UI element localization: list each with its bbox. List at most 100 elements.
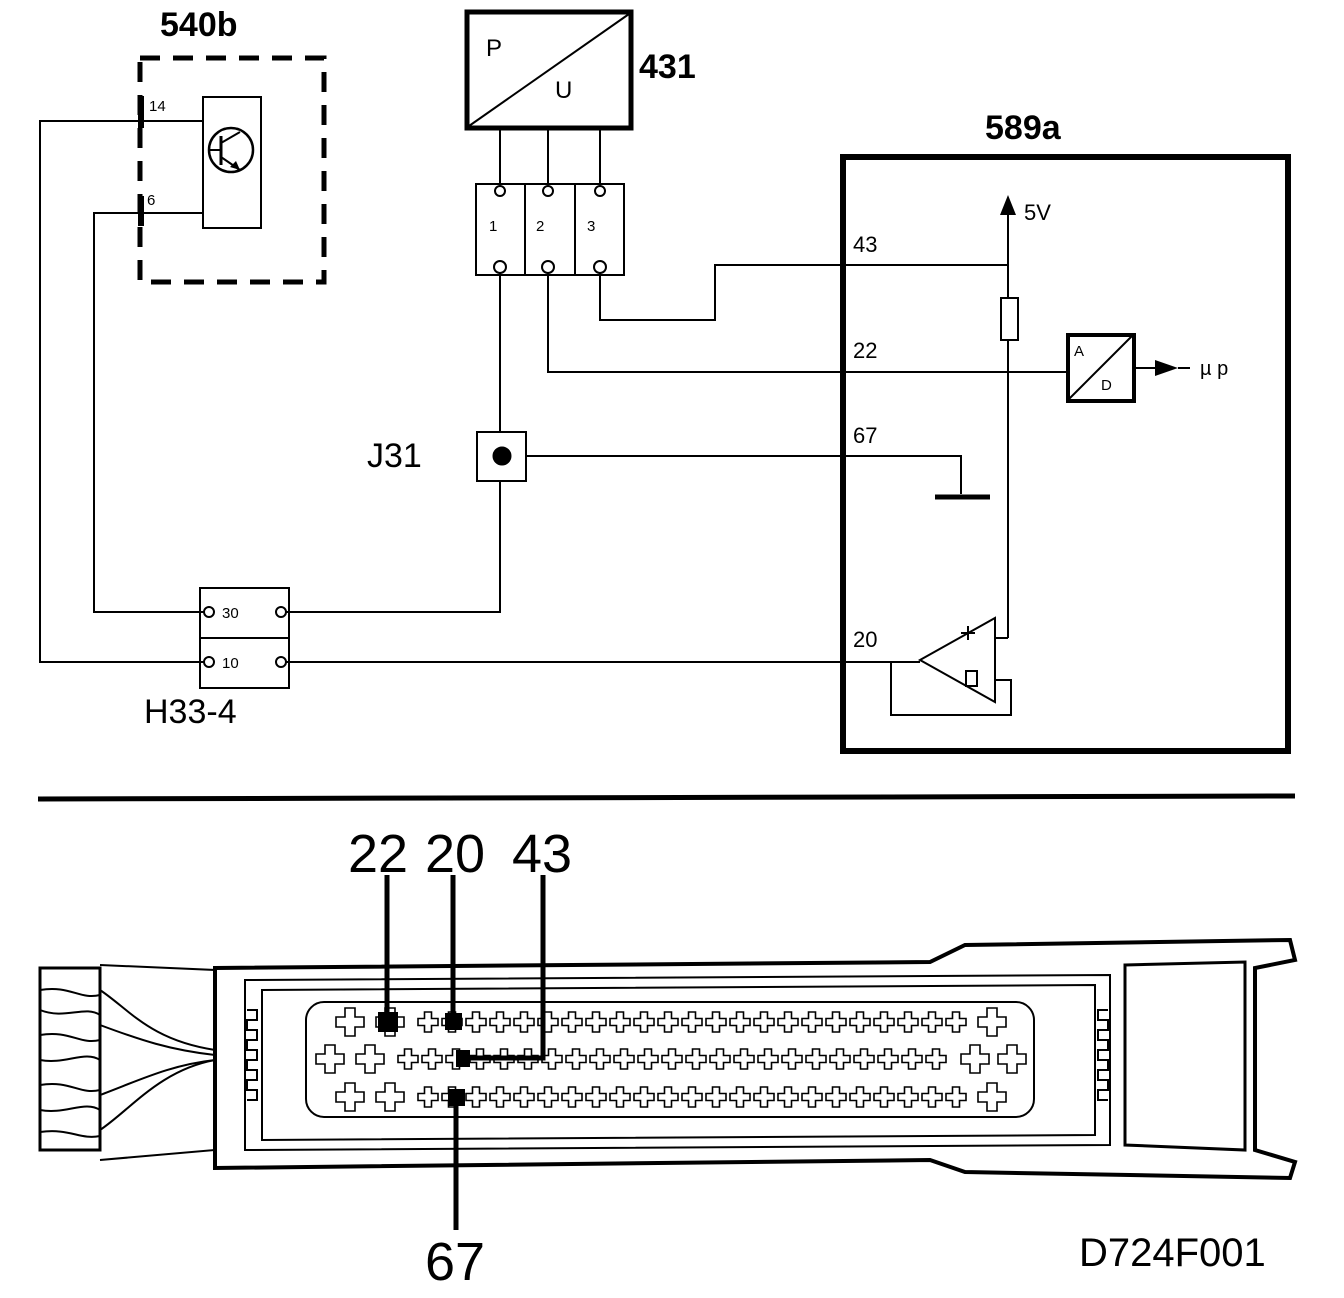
contact-pin — [585, 1011, 607, 1033]
contact-pin — [877, 1048, 899, 1070]
transducer-p: P — [486, 35, 502, 62]
contact-pin — [753, 1011, 775, 1033]
contact-pin — [729, 1086, 751, 1108]
contact-pin — [709, 1048, 731, 1070]
contact-pin — [849, 1011, 871, 1033]
cable-bundle — [38, 964, 216, 1161]
connector-pin-3: 3 — [587, 218, 595, 235]
contact-pin — [657, 1011, 679, 1033]
contact-pin — [335, 1082, 365, 1112]
comparator-icon — [917, 616, 996, 704]
sensor-540b — [137, 55, 327, 285]
output-mu-p: µ p — [1200, 358, 1228, 380]
transducer-431 — [464, 9, 634, 184]
ecu-pin-43: 43 — [853, 232, 877, 257]
figure-code: D724F001 — [1079, 1231, 1266, 1275]
contact-pin — [729, 1011, 751, 1033]
connector-431-3pin — [475, 183, 625, 276]
contact-pin — [777, 1011, 799, 1033]
ecu-pin-20: 20 — [853, 627, 877, 652]
label-540b: 540b — [160, 6, 238, 44]
contact-pin — [335, 1007, 365, 1037]
contact-pin — [561, 1086, 583, 1108]
connector-housing — [213, 937, 1298, 1181]
contact-pin — [613, 1048, 635, 1070]
label-431: 431 — [639, 48, 696, 86]
callout-22: 22 — [348, 824, 408, 884]
pin-marker-20 — [445, 1013, 462, 1030]
contact-pin — [513, 1086, 535, 1108]
connector-h33-4 — [199, 587, 290, 689]
contact-pin — [705, 1086, 727, 1108]
contact-pin — [681, 1011, 703, 1033]
h33-pin-30: 30 — [222, 605, 239, 622]
contact-pin — [801, 1011, 823, 1033]
pin-marker-67 — [448, 1089, 465, 1106]
callout-20: 20 — [425, 824, 485, 884]
contact-field — [305, 1001, 1035, 1118]
contact-pin — [945, 1086, 967, 1108]
contact-pin — [589, 1048, 611, 1070]
contact-pin — [921, 1086, 943, 1108]
junction-j31 — [476, 431, 527, 482]
contact-pin — [705, 1011, 727, 1033]
contact-pin — [825, 1011, 847, 1033]
junction-dot — [492, 446, 512, 466]
pin-label-6: 6 — [147, 192, 155, 209]
schematic-labels: 540b 14 6 431 P U 1 2 3 589a 5V 43 22 67… — [144, 6, 1228, 731]
contact-pin — [925, 1048, 947, 1070]
contact-pin — [609, 1086, 631, 1108]
contact-pin — [609, 1011, 631, 1033]
contact-pin — [637, 1048, 659, 1070]
contact-pin — [757, 1048, 779, 1070]
pin-marker-43 — [456, 1050, 470, 1067]
contact-pin — [977, 1082, 1007, 1112]
callout-43: 43 — [512, 824, 572, 884]
connector-pin-1: 1 — [489, 218, 497, 235]
contact-pin — [661, 1048, 683, 1070]
contact-pin — [315, 1044, 345, 1074]
label-589a: 589a — [985, 109, 1062, 147]
contact-pin — [825, 1086, 847, 1108]
sensor-540b-body — [202, 96, 262, 229]
contact-pin — [849, 1086, 871, 1108]
schematic — [39, 9, 1291, 754]
contact-pin — [753, 1086, 775, 1108]
pin-marker-22 — [378, 1012, 398, 1032]
contact-pin — [513, 1011, 535, 1033]
label-j31: J31 — [367, 437, 422, 475]
h33-pin-10: 10 — [222, 655, 239, 672]
contact-pin — [945, 1011, 967, 1033]
contact-pin — [537, 1011, 559, 1033]
contact-pin — [397, 1048, 419, 1070]
section-divider — [37, 793, 1296, 802]
ecu-pin-67: 67 — [853, 423, 877, 448]
pin-label-14: 14 — [149, 98, 166, 115]
pin-markers — [378, 1012, 470, 1106]
contact-pin — [355, 1044, 385, 1074]
contact-pin — [465, 1011, 487, 1033]
contact-pin — [829, 1048, 851, 1070]
ecu-pin-22: 22 — [853, 338, 877, 363]
contact-pin — [685, 1048, 707, 1070]
contact-pin — [633, 1086, 655, 1108]
contact-pin — [897, 1086, 919, 1108]
label-h33-4: H33-4 — [144, 693, 237, 731]
label-5v: 5V — [1024, 200, 1051, 225]
contact-pin — [921, 1011, 943, 1033]
contact-pin — [801, 1086, 823, 1108]
ecu-connector-view — [38, 875, 1298, 1230]
contact-pin — [561, 1011, 583, 1033]
contact-pin — [465, 1086, 487, 1108]
connector-pin-2: 2 — [536, 218, 544, 235]
contact-pin — [489, 1011, 511, 1033]
contact-pin — [489, 1086, 511, 1108]
ecu-589a-box — [840, 154, 1291, 754]
contact-pin — [633, 1011, 655, 1033]
callout-67: 67 — [425, 1232, 485, 1292]
pullup-resistor — [1000, 297, 1019, 341]
contact-pin — [657, 1086, 679, 1108]
contact-pin — [537, 1086, 559, 1108]
contact-pin — [781, 1048, 803, 1070]
contact-pin — [873, 1086, 895, 1108]
